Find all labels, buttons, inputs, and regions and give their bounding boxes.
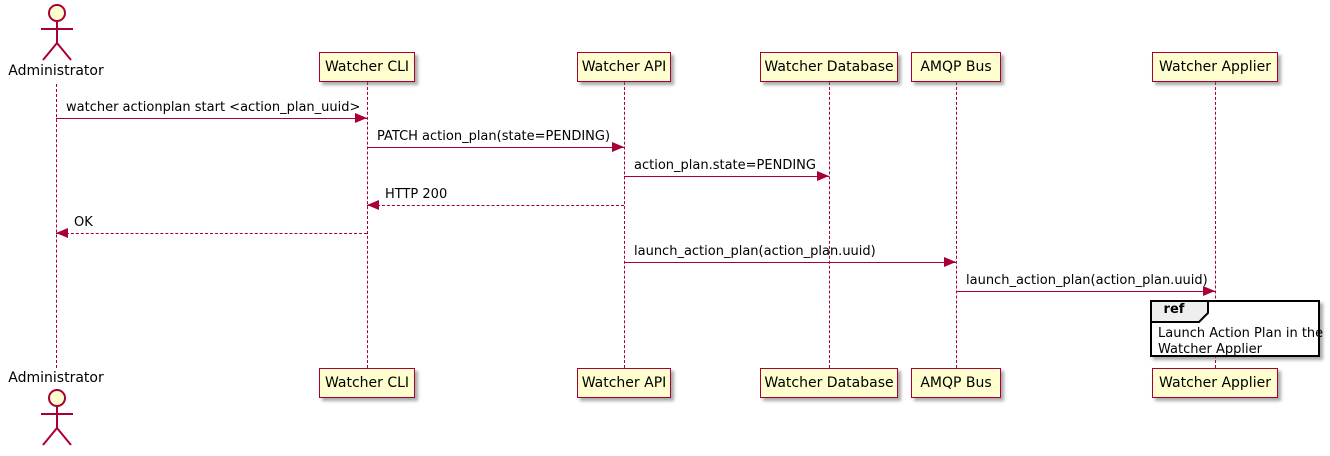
- arrowhead-icon: [1203, 286, 1215, 296]
- lifeline-watcher-api: [624, 82, 625, 368]
- actor-icon: [41, 4, 73, 61]
- arrowhead-icon: [367, 200, 379, 210]
- message-3-label: action_plan.state=PENDING: [634, 158, 816, 173]
- message-4-label: HTTP 200: [385, 187, 448, 202]
- ref-tab: ref: [1150, 300, 1210, 324]
- arrowhead-icon: [56, 228, 68, 238]
- message-2-label: PATCH action_plan(state=PENDING): [377, 129, 611, 144]
- message-5-label: OK: [74, 215, 93, 230]
- message-7-label: launch_action_plan(action_plan.uuid): [966, 273, 1208, 288]
- actor-label-top: Administrator: [8, 63, 104, 79]
- message-7-line: [956, 291, 1215, 292]
- lifeline-watcher-cli: [367, 82, 368, 368]
- message-1-label: watcher actionplan start <action_plan_uu…: [66, 100, 361, 115]
- ref-text: Launch Action Plan in the Watcher Applie…: [1158, 326, 1323, 358]
- ref-text-line2: Watcher Applier: [1158, 342, 1262, 357]
- message-4-line: [367, 205, 624, 206]
- lifeline-amqp-bus: [956, 82, 957, 368]
- participant-box-watcher-applier: Watcher Applier: [1152, 52, 1278, 82]
- participant-box-watcher-database-bottom: Watcher Database: [760, 368, 898, 398]
- ref-fragment: ref Launch Action Plan in the Watcher Ap…: [1150, 300, 1323, 358]
- ref-keyword: ref: [1163, 302, 1185, 317]
- arrowhead-icon: [944, 257, 956, 267]
- participant-box-watcher-applier-bottom: Watcher Applier: [1152, 368, 1278, 398]
- ref-tab-shape: [1150, 300, 1209, 323]
- lifeline-administrator: [56, 84, 57, 368]
- participant-box-watcher-api: Watcher API: [577, 52, 671, 82]
- lifeline-watcher-database: [829, 82, 830, 368]
- participant-box-amqp-bus-bottom: AMQP Bus: [911, 368, 1001, 398]
- lifeline-watcher-applier: [1215, 82, 1216, 368]
- message-2-line: [367, 147, 624, 148]
- message-1-line: [56, 118, 367, 119]
- arrowhead-icon: [817, 171, 829, 181]
- message-6-line: [624, 262, 956, 263]
- participant-box-amqp-bus: AMQP Bus: [911, 52, 1001, 82]
- participant-box-watcher-api-bottom: Watcher API: [577, 368, 671, 398]
- message-5-line: [56, 233, 367, 234]
- arrowhead-icon: [355, 113, 367, 123]
- participant-box-watcher-cli: Watcher CLI: [319, 52, 415, 82]
- actor-label-bottom: Administrator: [8, 370, 104, 386]
- arrowhead-icon: [612, 142, 624, 152]
- message-3-line: [624, 176, 829, 177]
- participant-box-watcher-cli-bottom: Watcher CLI: [319, 368, 415, 398]
- ref-text-line1: Launch Action Plan in the: [1158, 326, 1324, 341]
- participant-box-watcher-database: Watcher Database: [760, 52, 898, 82]
- actor-icon: [41, 389, 73, 446]
- message-6-label: launch_action_plan(action_plan.uuid): [634, 244, 876, 259]
